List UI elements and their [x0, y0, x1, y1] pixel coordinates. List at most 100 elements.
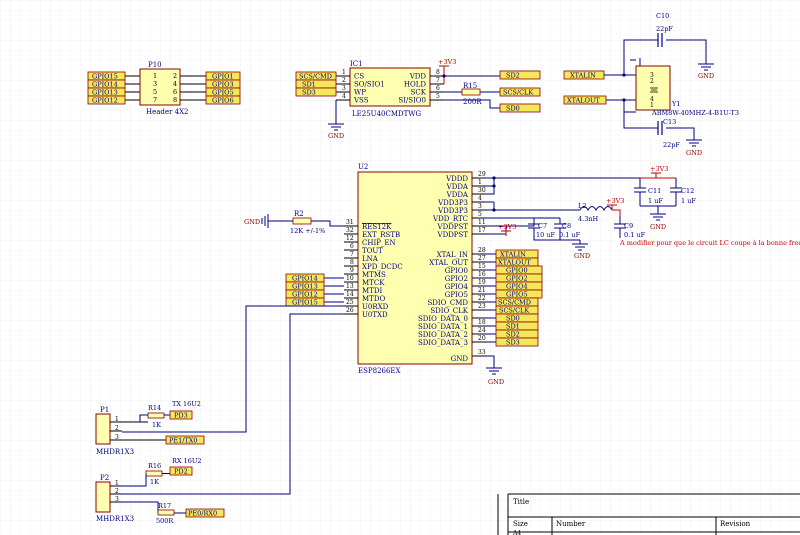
p1-header[interactable]: P1 1 2 3 MHDR1X3 R14 1K TX 16U2 PD3 PE1/… — [95, 400, 205, 456]
u2-pin-name: MTDO — [362, 295, 385, 303]
u2-right-wires — [486, 253, 496, 343]
power-network: +3V3 C11 1 uF C12 1 uF GND L2 4.3nH +3V3… — [486, 165, 800, 260]
p10-header[interactable]: P10 Header 4X2 1 3 5 7 2 4 6 8 — [125, 61, 206, 116]
vdd-label: +3V3 — [650, 165, 668, 173]
u2-pin-name: GPIO2 — [445, 275, 468, 283]
ic1-pin-name: VDD — [409, 73, 427, 81]
p10-pin-5: 5 — [153, 88, 157, 96]
p2-pin: 2 — [115, 488, 119, 495]
c11-ref: C11 — [648, 187, 661, 195]
r14-body — [147, 412, 165, 419]
y1-pin: 4 — [650, 96, 654, 103]
u2-gnd: GND — [486, 355, 504, 386]
ic1-pin-num: 1 — [342, 69, 346, 76]
u2-pin-num: 15 — [478, 263, 486, 270]
c11-symbol — [634, 178, 646, 206]
u2-pin-num: 13 — [346, 283, 354, 290]
u2-pin-num: 27 — [478, 255, 486, 262]
ic1-pin-name: WP — [354, 89, 366, 97]
net-label-sd0: SD0 — [506, 105, 520, 113]
sheet-size: A4 — [512, 530, 521, 535]
u2-pin-name: SDIO_CMD — [427, 299, 468, 307]
u2-pin-name: TOUT — [362, 247, 383, 255]
net-label-gpio14: GPIO14 — [292, 275, 318, 283]
ic1-pin-name: HOLD — [404, 81, 426, 89]
ic1-pin-name: SCK — [411, 89, 427, 97]
p2-ref: P2 — [100, 474, 109, 482]
p10-pin-1: 1 — [153, 72, 157, 80]
c7-symbol — [528, 218, 580, 241]
u2-pin-name: GPIO5 — [445, 291, 468, 299]
r14-value: 1K — [152, 421, 161, 429]
u2-esp8266[interactable]: U2 ESP8266EX 31 32 12 6 7 8 9 10 13 14 2… — [344, 163, 486, 375]
gnd-symbol — [572, 240, 588, 251]
net-label-xtalin: XTALIN — [500, 251, 526, 259]
u2-pin-name: VDD3P3 — [437, 207, 468, 215]
c8-value: 0.1 uF — [559, 231, 581, 239]
net-label-box — [499, 103, 541, 113]
c7-ref: C7 — [538, 222, 547, 230]
ic1-left-net-labels: SCS/CMD SD1 SD3 — [295, 71, 337, 97]
u2-left-pin-lines — [344, 225, 358, 315]
vdd-label: +3V3 — [498, 223, 516, 231]
ic1-name: LE25U40CMDTWG — [352, 110, 421, 118]
p2-wires — [122, 478, 186, 514]
net-label-rx: PE0/RX0 — [188, 510, 217, 518]
p2-header[interactable]: P2 1 2 3 MHDR1X3 R16 1K RX 16U2 PD2 R17 … — [95, 457, 225, 525]
ic1-pin-name: SO/SIO1 — [354, 81, 385, 89]
u2-pin-num: 12 — [346, 235, 354, 242]
r2-resistor[interactable]: R2 12K +/-1% GND — [244, 210, 344, 235]
r16-ref: R16 — [148, 462, 161, 470]
u2-name: ESP8266EX — [358, 367, 401, 375]
title-label: Title — [513, 498, 529, 506]
ic1-pin-num: 7 — [436, 77, 440, 84]
r15-ref: R15 — [463, 82, 477, 90]
net-label-sd0: SD0 — [506, 315, 520, 323]
u2-pin-name: XTAL_IN — [437, 251, 468, 259]
u2-pin-name: VDDA — [446, 191, 469, 199]
p10-body — [139, 68, 181, 106]
u2-left-wires — [324, 277, 344, 303]
p1-pin: 3 — [115, 434, 119, 441]
u2-pin-num: 30 — [478, 187, 486, 194]
net-label-box — [499, 70, 541, 80]
u2-pin-name: VDDD — [445, 175, 468, 183]
c10-value: 22pF — [656, 25, 673, 33]
y1-pin: 1 — [650, 102, 654, 109]
net-label-gpio0: GPIO0 — [506, 267, 528, 275]
u2-pin-name: VDD3P3 — [437, 199, 468, 207]
c10-ref: C10 — [656, 12, 669, 20]
c13-symbol — [657, 121, 663, 135]
u2-pin-num: 24 — [478, 327, 486, 334]
net-label-pd2: PD2 — [174, 468, 188, 476]
r2-value: 12K +/-1% — [290, 227, 325, 235]
net-label-box — [169, 466, 193, 476]
u2-pin-name: SDIO_DATA_2 — [418, 331, 468, 339]
ic1-pin-lines — [336, 75, 444, 101]
rx-note: RX 16U2 — [172, 457, 201, 465]
net-label-gpio4: GPIO4 — [506, 283, 528, 291]
r17-value: 500R — [156, 517, 174, 525]
net-label-sd2: SD2 — [506, 72, 520, 80]
p2-pin: 3 — [115, 496, 119, 503]
u2-pin-name: U0RXD — [362, 303, 389, 311]
c8-symbol — [554, 218, 566, 240]
u2-pin-name: VDDPST — [437, 231, 469, 239]
c13-ref: C13 — [663, 118, 676, 126]
r17-body — [157, 509, 175, 516]
gnd-symbol — [698, 63, 714, 71]
net-label-scs-cmd: SCS/CMD — [299, 73, 332, 81]
ic1-flash-chip[interactable]: IC1 LE25U40CMDTWG 1 2 3 4 8 7 6 5 CS SO/… — [336, 60, 444, 118]
net-label-xtalout: XTALOUT — [567, 97, 600, 105]
u2-pin-name: SDIO_DATA_0 — [418, 315, 468, 323]
u2-gnd-label: GND — [488, 378, 504, 386]
u2-pin-name: XPD_DCDC — [362, 263, 403, 271]
r16-value: 1K — [150, 478, 159, 486]
p1-pin: 2 — [115, 425, 119, 432]
net-label-gpio13: GPIO13 — [92, 89, 118, 97]
y1-gnd-stub — [624, 58, 641, 113]
p10-left-net-labels: GPIO15 GPIO14 GPIO13 GPIO12 — [87, 71, 126, 105]
net-label-sd1: SD1 — [302, 81, 316, 89]
net-label-gpio14: GPIO14 — [92, 81, 118, 89]
u2-pin-num: 8 — [350, 259, 354, 266]
